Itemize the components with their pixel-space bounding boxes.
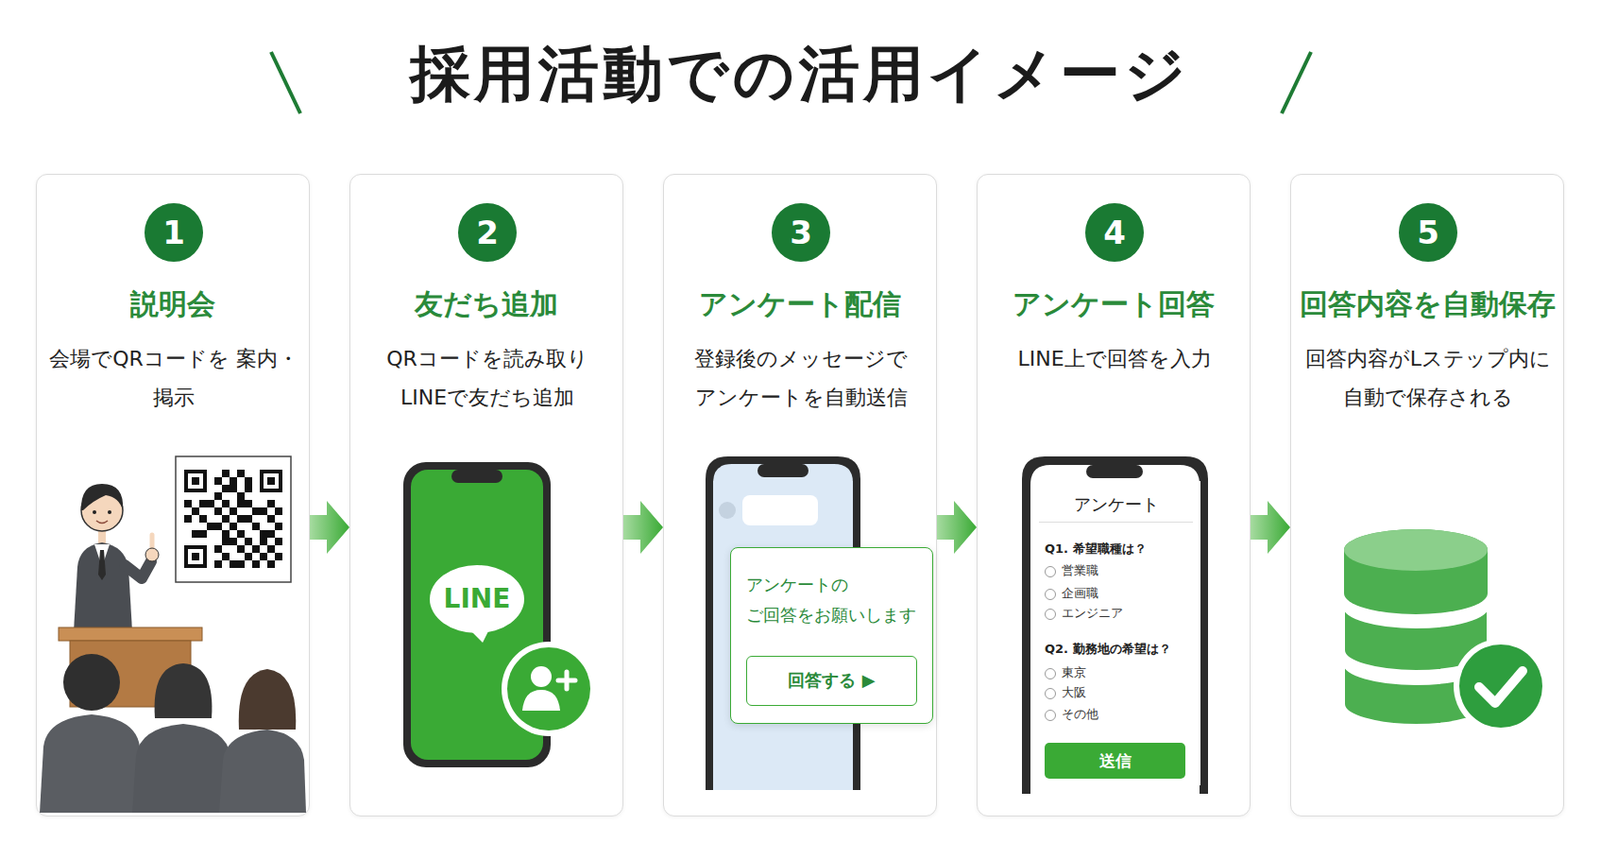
survey-title: アンケート: [1038, 490, 1193, 523]
step-description: QRコードを読み取り LINEで友だち追加: [357, 339, 617, 417]
survey-option: 企画職: [1044, 584, 1099, 602]
badge-circle: [144, 203, 204, 262]
survey-option: 大阪: [1044, 683, 1087, 701]
survey-option: その他: [1044, 705, 1099, 723]
popup-message: アンケートの ご回答をお願いします: [746, 569, 932, 630]
step-number: 1: [143, 202, 205, 263]
step-description: 会場でQRコードを 案内・掲示: [44, 339, 304, 417]
survey-option: エンジニア: [1044, 604, 1124, 622]
step-number-badge: 5: [1397, 202, 1459, 263]
title-slash: [1281, 51, 1311, 114]
flow-arrow: [936, 500, 977, 554]
flow-arrow: [309, 500, 350, 554]
step-heading: アンケート配信: [663, 285, 937, 324]
button-label: 回答する ▶: [747, 656, 917, 704]
step-card: 説明会会場でQRコードを 案内・掲示 1: [35, 173, 310, 817]
survey-question: Q1. 希望職種は？: [1044, 540, 1147, 558]
step-card: アンケート回答 LINE上で回答を入力 4 アンケート Q1. 希望職種は？ 営業職企画職…: [976, 173, 1251, 817]
step-heading: 回答内容を自動保存: [1291, 285, 1564, 324]
message-popup: アンケートの ご回答をお願いします回答する ▶: [730, 546, 934, 724]
step-heading: アンケート回答: [977, 285, 1250, 324]
step-number: 4: [1084, 202, 1145, 263]
step-card: アンケート配信登録後のメッセージで アンケートを自動送信 3 アンケートの ご回答を…: [663, 173, 937, 817]
bubble-tail: [471, 627, 491, 643]
logo-text: LINE: [427, 562, 527, 635]
step-number: 5: [1397, 202, 1459, 263]
phone-survey: [1021, 456, 1209, 794]
step-card: 友だち追加 QRコードを読み取り LINEで友だち追加 2LINE: [349, 173, 624, 817]
send-label: 送信: [1044, 742, 1186, 779]
step-description: 回答内容がLステップ内に 自動で保存される: [1298, 339, 1558, 417]
step-number: 2: [457, 202, 518, 263]
send-button: 送信: [1044, 742, 1186, 779]
step-number-badge: 3: [770, 202, 832, 263]
survey-screen: アンケート Q1. 希望職種は？ 営業職企画職エンジニア Q2. 勤務地の希望は？ 東京…: [1031, 480, 1201, 785]
step-number: 3: [770, 202, 832, 263]
line-logo-bubble: LINE: [427, 562, 527, 643]
flow-arrow: [623, 500, 664, 554]
step-number-badge: 4: [1084, 202, 1145, 263]
step-description: 登録後のメッセージで アンケートを自動送信: [671, 339, 931, 417]
badge-circle: [1085, 203, 1144, 262]
phone-screen: [1030, 464, 1200, 794]
badge-circle: [771, 203, 831, 262]
step-description: LINE上で回答を入力: [985, 339, 1244, 378]
step-card: 回答内容を自動保存回答内容がLステップ内に 自動で保存される 5: [1290, 173, 1565, 817]
survey-option: 営業職: [1044, 561, 1099, 579]
flow-arrow: [1250, 500, 1291, 554]
diagram-title: 採用活動での活用イメージ: [0, 34, 1600, 114]
survey-question: Q2. 勤務地の希望は？: [1044, 640, 1172, 658]
survey-option: 東京: [1044, 663, 1087, 681]
phone-bezel: [1021, 456, 1209, 794]
badge-circle: [1398, 203, 1458, 262]
answer-button: 回答する ▶: [746, 655, 918, 706]
step-number-badge: 2: [457, 202, 518, 263]
step-heading: 説明会: [36, 285, 309, 324]
step-number-badge: 1: [143, 202, 205, 263]
step-heading: 友だち追加: [350, 285, 623, 324]
badge-circle: [458, 203, 517, 262]
title-slash: [271, 51, 301, 114]
